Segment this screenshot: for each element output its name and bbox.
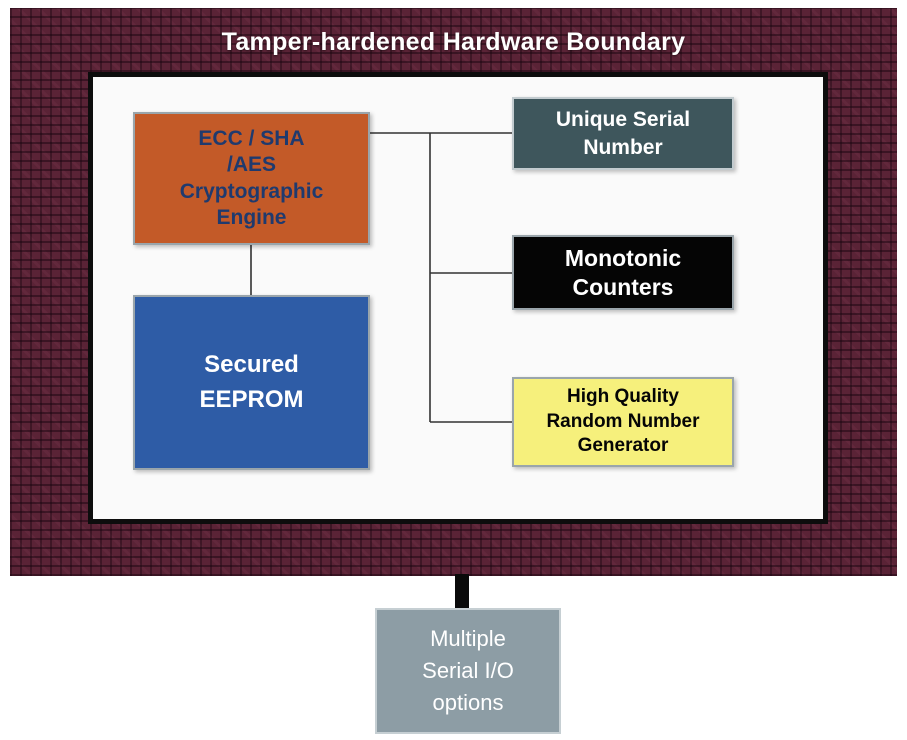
io-connector-stub: [455, 574, 469, 610]
bus-connector-lines: [250, 132, 512, 423]
random-number-generator-block: High Quality Random Number Generator: [512, 377, 734, 467]
boundary-title: Tamper-hardened Hardware Boundary: [221, 28, 686, 56]
chip-inner-area: ECC / SHA /AES Cryptographic Engine Secu…: [88, 72, 828, 524]
serial-io-block: Multiple Serial I/O options: [375, 608, 561, 734]
monotonic-counters-block: Monotonic Counters: [512, 235, 734, 310]
tamper-boundary: Tamper-hardened Hardware Boundary ECC / …: [10, 8, 897, 576]
secured-eeprom-block: Secured EEPROM: [133, 295, 370, 470]
unique-serial-number-block: Unique Serial Number: [512, 97, 734, 170]
crypto-engine-block: ECC / SHA /AES Cryptographic Engine: [133, 112, 370, 245]
